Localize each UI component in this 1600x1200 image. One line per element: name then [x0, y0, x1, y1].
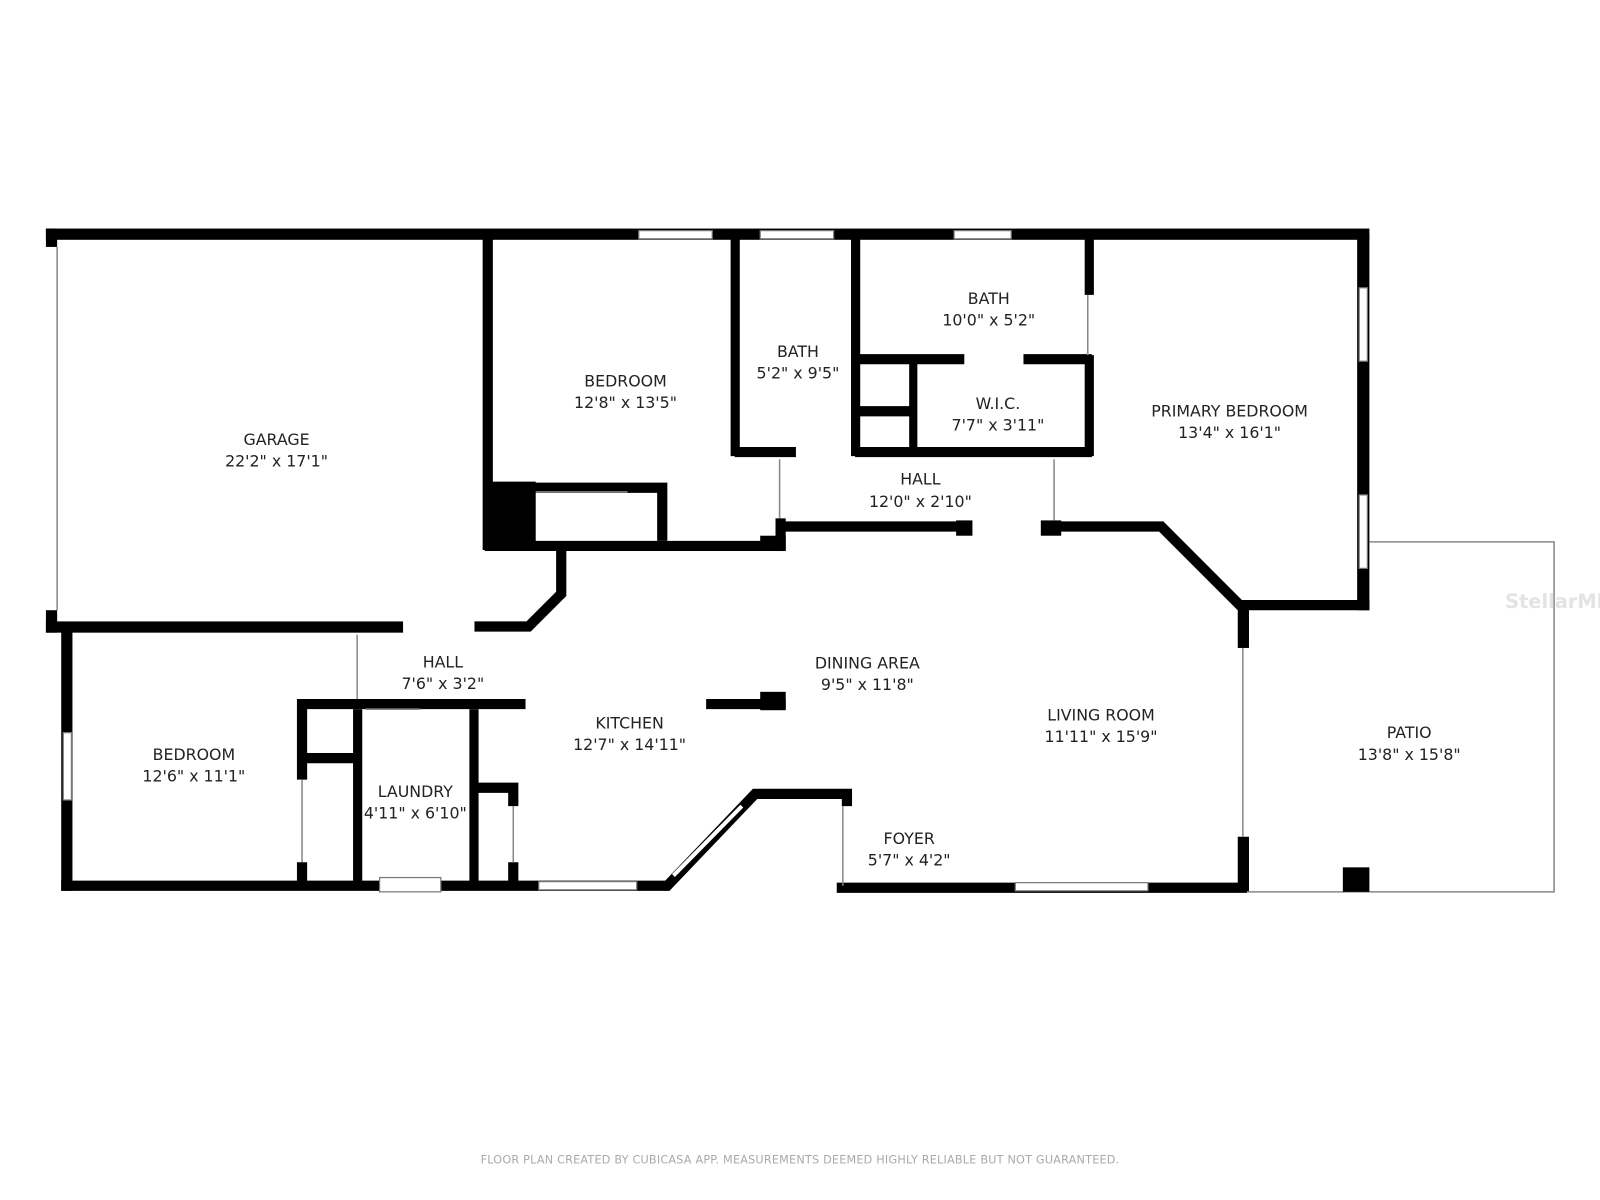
svg-text:FOYER: FOYER — [884, 829, 935, 848]
room-wic: W.I.C. 7'7" x 3'11" — [952, 394, 1045, 434]
svg-text:LIVING ROOM: LIVING ROOM — [1047, 705, 1154, 724]
svg-text:HALL: HALL — [423, 652, 463, 671]
svg-text:9'5" x 11'8": 9'5" x 11'8" — [821, 675, 914, 694]
svg-text:W.I.C.: W.I.C. — [976, 394, 1021, 413]
svg-text:11'11" x 15'9": 11'11" x 15'9" — [1045, 727, 1158, 746]
svg-text:5'2" x 9'5": 5'2" x 9'5" — [757, 364, 840, 383]
svg-text:BATH: BATH — [777, 342, 819, 361]
svg-text:22'2" x 17'1": 22'2" x 17'1" — [225, 451, 328, 470]
walls — [45, 228, 1555, 893]
svg-text:4'11" x 6'10": 4'11" x 6'10" — [364, 803, 467, 822]
svg-text:12'7" x 14'11": 12'7" x 14'11" — [573, 735, 686, 754]
svg-text:BEDROOM: BEDROOM — [584, 372, 666, 391]
svg-text:7'7" x 3'11": 7'7" x 3'11" — [952, 416, 1045, 435]
svg-text:HALL: HALL — [900, 470, 940, 489]
svg-text:13'4" x 16'1": 13'4" x 16'1" — [1178, 423, 1281, 442]
svg-text:5'7" x 4'2": 5'7" x 4'2" — [868, 850, 951, 869]
room-patio: PATIO 13'8" x 15'8" — [1358, 723, 1461, 764]
svg-text:KITCHEN: KITCHEN — [595, 714, 663, 733]
svg-text:12'6" x 11'1": 12'6" x 11'1" — [142, 767, 245, 786]
room-kitchen: KITCHEN 12'7" x 14'11" — [573, 714, 686, 754]
svg-text:BATH: BATH — [968, 289, 1010, 308]
svg-text:DINING AREA: DINING AREA — [815, 653, 920, 672]
room-dining-area: DINING AREA 9'5" x 11'8" — [815, 653, 920, 693]
svg-text:PATIO: PATIO — [1387, 723, 1432, 742]
room-bedroom-3: BEDROOM 12'6" x 11'1" — [142, 745, 245, 785]
room-bedroom-2: BEDROOM 12'8" x 13'5" — [574, 372, 677, 412]
room-bath-2: BATH 5'2" x 9'5" — [757, 342, 840, 382]
room-living-room: LIVING ROOM 11'11" x 15'9" — [1045, 705, 1158, 745]
svg-text:12'8" x 13'5": 12'8" x 13'5" — [574, 393, 677, 412]
svg-text:LAUNDRY: LAUNDRY — [378, 782, 453, 801]
svg-text:GARAGE: GARAGE — [243, 430, 309, 449]
room-hall-1: HALL 12'0" x 2'10" — [869, 470, 972, 511]
svg-text:7'6" x 3'2": 7'6" x 3'2" — [401, 674, 484, 693]
room-hall-2: HALL 7'6" x 3'2" — [401, 652, 484, 692]
svg-text:12'0" x 2'10": 12'0" x 2'10" — [869, 492, 972, 511]
svg-text:BEDROOM: BEDROOM — [153, 745, 235, 764]
watermark: StellarMLS — [1505, 590, 1600, 613]
room-labels: GARAGE 22'2" x 17'1" BEDROOM 12'8" x 13'5"… — [142, 289, 1460, 869]
room-foyer: FOYER 5'7" x 4'2" — [868, 829, 951, 869]
svg-text:PRIMARY BEDROOM: PRIMARY BEDROOM — [1151, 401, 1308, 420]
room-primary-bedroom: PRIMARY BEDROOM 13'4" x 16'1" — [1151, 401, 1308, 441]
room-garage: GARAGE 22'2" x 17'1" — [225, 430, 328, 470]
svg-text:13'8" x 15'8": 13'8" x 15'8" — [1358, 745, 1461, 764]
room-laundry: LAUNDRY 4'11" x 6'10" — [364, 782, 467, 822]
svg-text:10'0" x 5'2": 10'0" x 5'2" — [942, 311, 1035, 330]
room-primary-bath: BATH 10'0" x 5'2" — [942, 289, 1035, 329]
disclaimer-footer: FLOOR PLAN CREATED BY CUBICASA APP. MEAS… — [481, 1153, 1120, 1166]
